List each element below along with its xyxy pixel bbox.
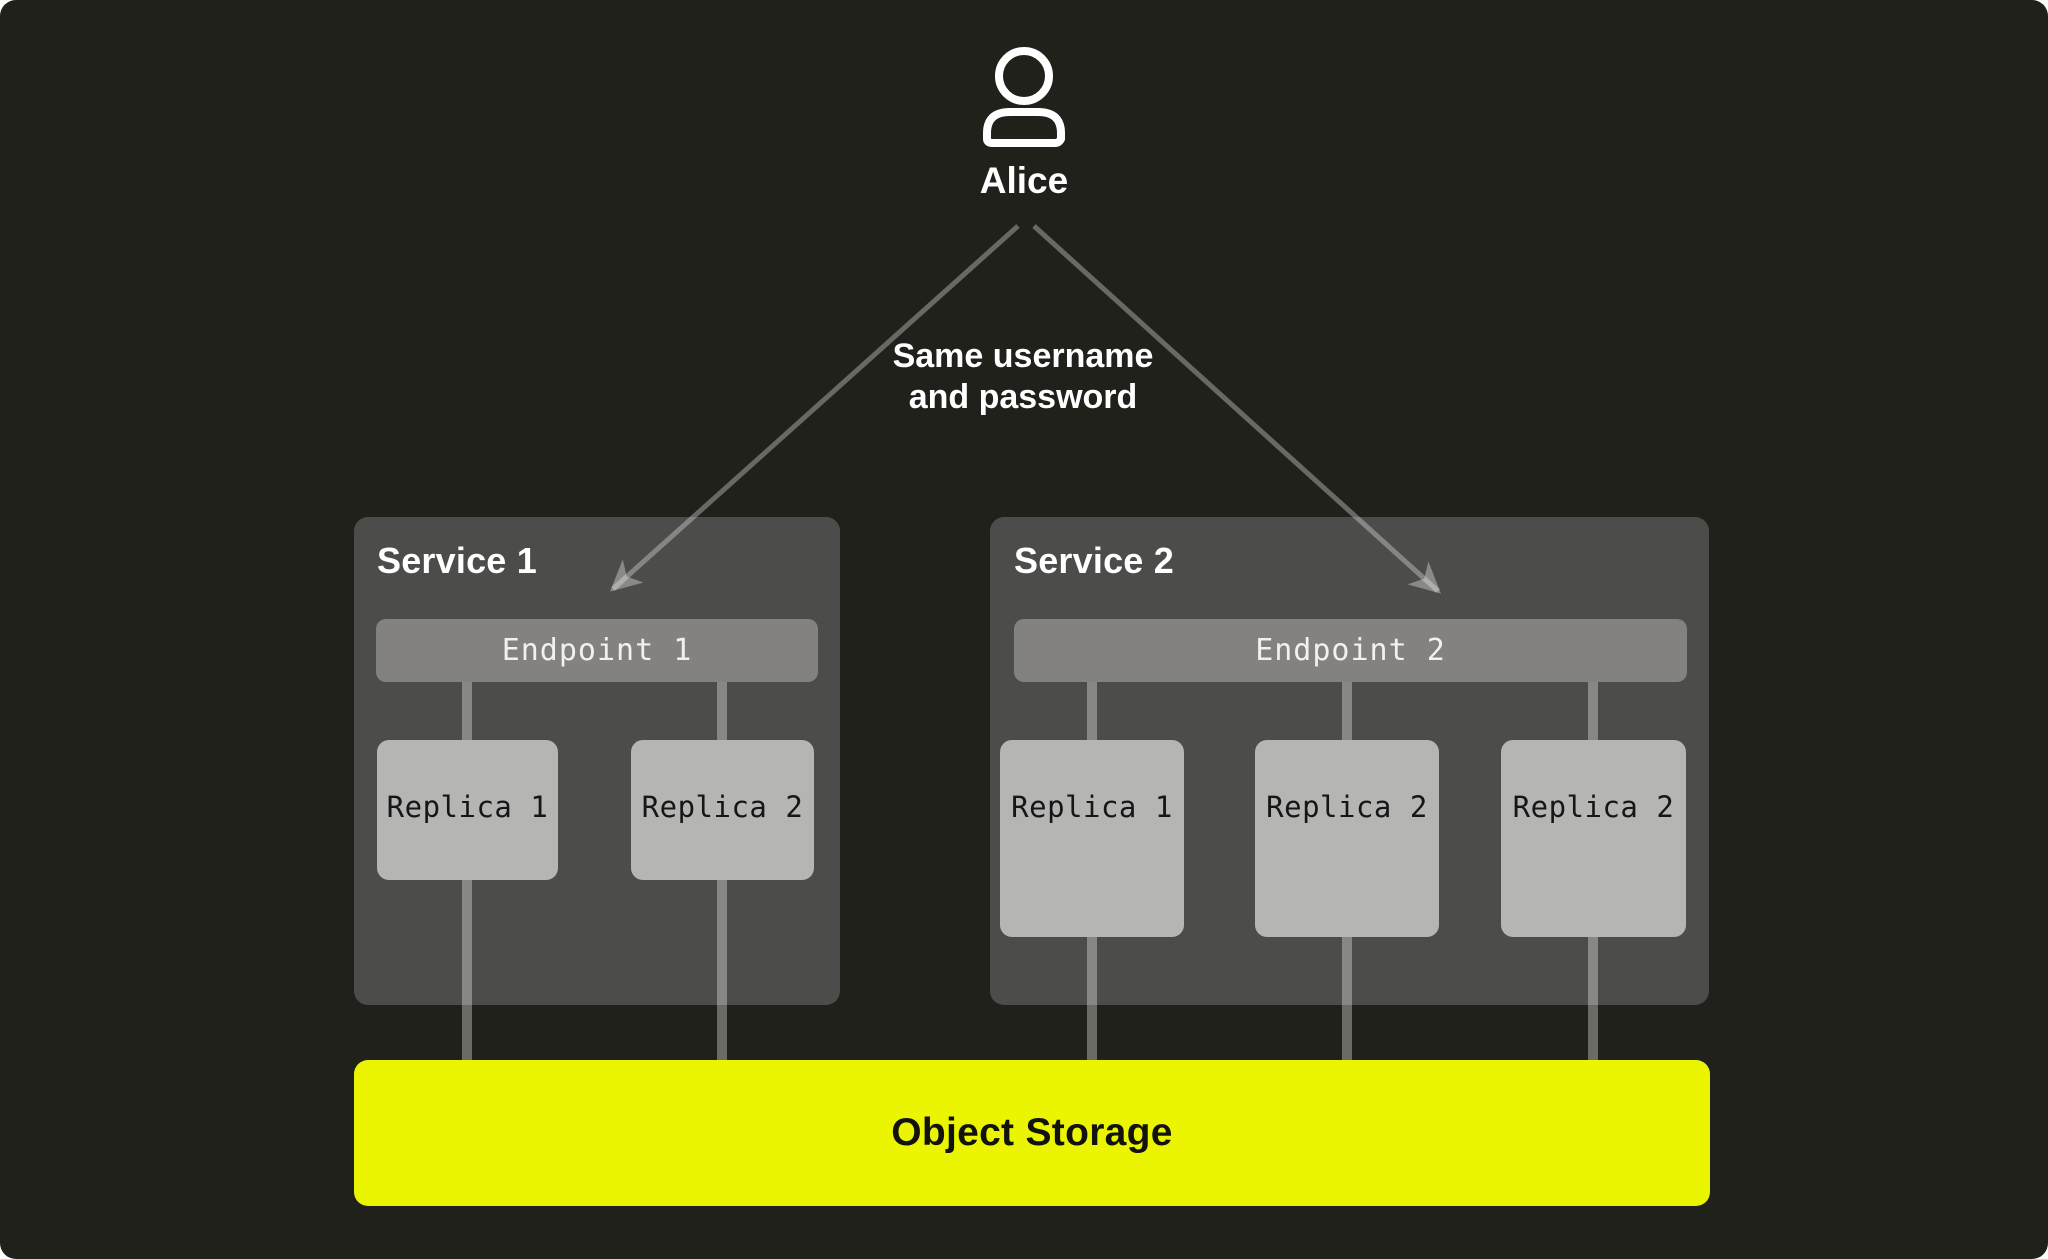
service-1-title: Service 1 — [377, 540, 537, 581]
user-name-label: Alice — [979, 160, 1069, 201]
object-storage-label: Object Storage — [891, 1111, 1173, 1154]
person-body-icon — [983, 108, 1065, 147]
service-2-title: Service 2 — [1014, 540, 1174, 581]
service-2-replica-2: Replica 2 — [1255, 740, 1439, 937]
credentials-annotation-line-1: Same username — [892, 337, 1154, 375]
service-2-replica-3: Replica 2 — [1501, 740, 1686, 937]
object-storage-bar: Object Storage — [354, 1060, 1710, 1206]
service-2-replica-1: Replica 1 — [1000, 740, 1184, 937]
service-2-endpoint: Endpoint 2 — [1014, 619, 1687, 682]
service-1-endpoint: Endpoint 1 — [376, 619, 818, 682]
service-1-replica-1: Replica 1 — [377, 740, 558, 880]
service-1-replica-2: Replica 2 — [631, 740, 814, 880]
credentials-annotation-line-2: and password — [908, 378, 1138, 416]
credentials-annotation: Same username and password — [823, 336, 1223, 418]
person-head-icon — [995, 47, 1053, 105]
